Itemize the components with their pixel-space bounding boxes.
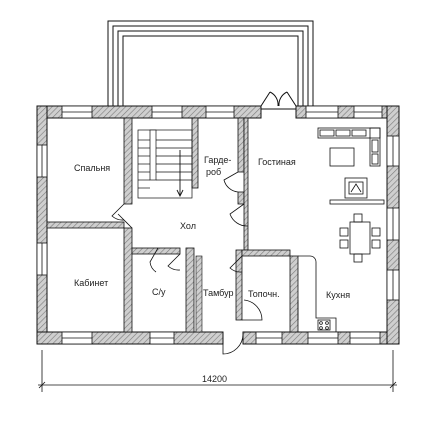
staircase <box>137 129 193 199</box>
label-hall: Хол <box>180 221 196 231</box>
label-kitchen: Кухня <box>326 290 350 300</box>
kitchen-counter <box>298 255 337 332</box>
dimension-line: 14200 <box>38 350 397 392</box>
doors <box>111 171 299 355</box>
label-wardrobe-line2: роб <box>206 167 221 177</box>
label-vestibule: Тамбур <box>203 288 234 298</box>
label-wardrobe-line1: Гарде- <box>204 155 231 165</box>
dimension-label: 14200 <box>202 374 227 384</box>
interior-walls <box>46 117 299 333</box>
vestibule-frame <box>195 255 203 333</box>
label-bathroom: С/у <box>152 287 166 297</box>
label-boiler: Топочн. <box>248 289 280 299</box>
label-office: Кабинет <box>74 278 108 288</box>
label-living: Гостиная <box>258 157 296 167</box>
windows <box>36 105 400 345</box>
dining-set <box>339 213 381 263</box>
room-labels: Спальня Гарде- роб Гостиная Хол Кабинет … <box>74 155 350 300</box>
balcony-door <box>260 91 297 118</box>
living-furniture <box>317 127 385 205</box>
label-bedroom: Спальня <box>74 163 110 173</box>
